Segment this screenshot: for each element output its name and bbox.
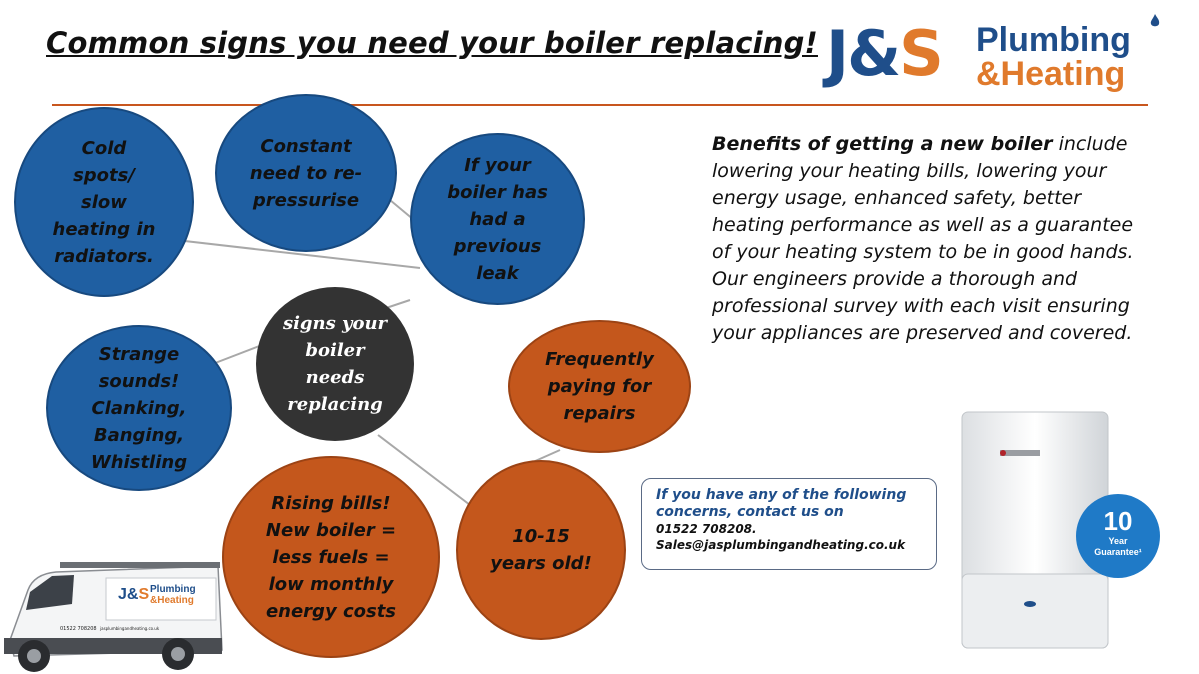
guarantee-badge: 10 Year Guarantee¹ [1076,494,1160,578]
benefits-text: Benefits of getting a new boiler include… [712,131,1152,347]
benefits-body-2: Our engineers provide a thorough and pro… [712,268,1133,344]
van-image: J&S Plumbing &Heating 01522 708208 jaspl… [0,560,225,674]
logo-line-1: Plumbing [976,21,1131,59]
benefits-lead: Benefits of getting a new boiler [712,133,1053,155]
contact-heading: If you have any of the following concern… [656,487,907,520]
contact-box: If you have any of the following concern… [641,478,937,570]
logo-line-2: &Heating [976,55,1126,93]
van-phone: 01522 708208 [60,626,97,632]
van-brand-line-1: Plumbing [150,584,196,595]
van-logo-mark: J&S [118,586,150,603]
logo-mark: J&S [826,17,944,90]
van-brand-line-2: &Heating [150,595,194,606]
company-logo: J&S Plumbing &Heating [826,14,1166,94]
boiler-image [961,411,1109,649]
flame-icon [1150,14,1160,27]
benefits-body: include lowering your heating bills, low… [712,133,1134,263]
van-web: jasplumbingandheating.co.uk [100,626,160,631]
contact-email[interactable]: Sales@jasplumbingandheating.co.uk [656,538,906,552]
header-divider [52,104,1148,106]
contact-phone[interactable]: 01522 708208. [656,522,757,536]
page-title: Common signs you need your boiler replac… [46,26,818,60]
sign-rising-bills: Rising bills!New boiler =less fuels =low… [222,456,440,658]
van-body [4,562,223,672]
